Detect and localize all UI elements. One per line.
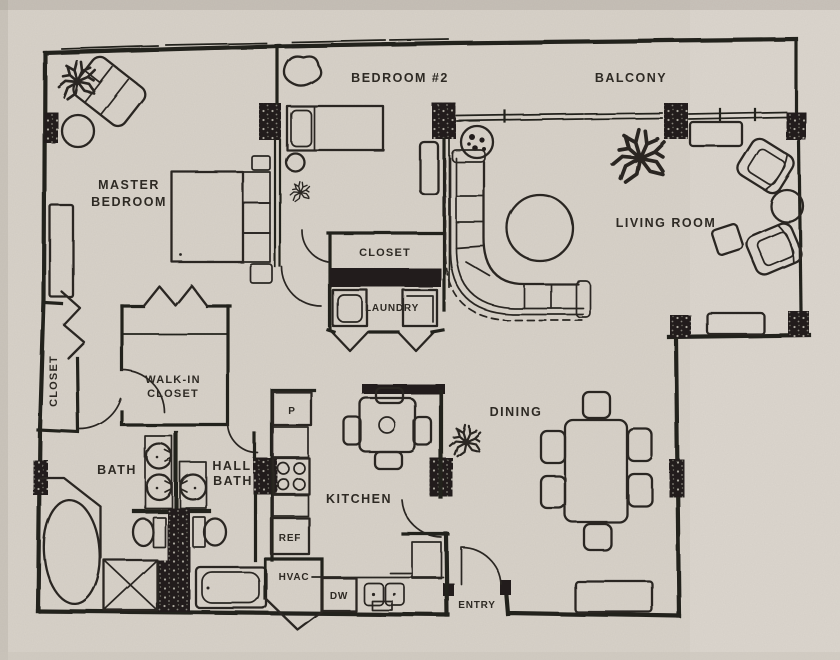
- bath-label: BATH: [97, 463, 137, 477]
- planter-icon: [459, 124, 495, 160]
- buffet-icon: [573, 579, 654, 614]
- ottoman-icon: [710, 222, 744, 256]
- hall-bath-label: HALL: [212, 459, 251, 473]
- hall-vanity: [179, 461, 207, 509]
- exterior-walls: [35, 36, 812, 619]
- hall-bath-label: BATH: [213, 474, 253, 488]
- toilet-icon: [131, 516, 166, 548]
- stool-icon: [284, 151, 306, 173]
- dryer-icon: [401, 288, 439, 328]
- dishwasher-icon: [320, 576, 358, 613]
- dishwasher-label: DW: [330, 591, 348, 602]
- console-icon: [688, 120, 744, 148]
- twin-bed-icon: [285, 104, 385, 152]
- console-icon: [705, 311, 766, 336]
- balcony-label: BALCONY: [595, 71, 667, 85]
- master-bedroom-label: MASTER: [98, 178, 160, 192]
- laundry-label: LAUNDRY: [365, 303, 419, 314]
- entry: [460, 546, 502, 585]
- bedroom2-door-arc: [301, 229, 329, 263]
- dining-table-icon: [539, 390, 654, 552]
- entry-door-arc: [461, 546, 502, 585]
- cabinet: [272, 494, 309, 517]
- hall-bath-door-arc: [227, 422, 259, 454]
- counter-edge: [311, 572, 444, 578]
- plumbing-wall: [158, 560, 190, 612]
- coffee-table-icon: [505, 193, 575, 263]
- hall-closet-label: CLOSET: [48, 355, 60, 407]
- kitchen: [263, 386, 444, 632]
- dresser-icon: [418, 140, 440, 196]
- closet-shelf-band: [330, 268, 441, 287]
- cabinet: [411, 541, 442, 579]
- bedroom2-label: BEDROOM #2: [351, 71, 449, 85]
- toilet-icon: [192, 516, 228, 548]
- refrigerator-icon: [269, 516, 311, 556]
- master-bedroom-label: BEDROOM: [91, 195, 167, 209]
- entry-label: ENTRY: [458, 600, 496, 611]
- linen-closet-label: CLOSET: [359, 247, 411, 259]
- kitchen-nook-wall: [362, 384, 445, 394]
- pantry-label: P: [288, 406, 295, 417]
- hall-closet-bifold: [60, 290, 86, 360]
- round-table-icon: [60, 113, 96, 149]
- walk-in-closet-label: WALK-IN: [145, 374, 200, 386]
- dining-room: [448, 390, 654, 614]
- laundry-closet: [331, 288, 439, 328]
- bedroom-2: [282, 54, 440, 202]
- living-room-label: LIVING ROOM: [616, 216, 717, 230]
- kitchen-label: KITCHEN: [326, 492, 392, 506]
- pantry-closet: [271, 390, 313, 427]
- walk-in-closet-label: CLOSET: [147, 388, 199, 400]
- master-vanity: [144, 435, 173, 509]
- walkin-bifold-doors: [141, 283, 209, 308]
- sectional-sofa-icon: [444, 149, 591, 321]
- dresser-icon: [48, 203, 75, 299]
- range-icon: [271, 456, 311, 496]
- dining-label: DINING: [490, 405, 543, 419]
- kitchen-door-arc: [401, 499, 442, 538]
- living-room: [444, 120, 806, 336]
- refrigerator-label: REF: [279, 533, 301, 544]
- room-labels: MASTER BEDROOM BEDROOM #2 BALCONY LIVING…: [48, 71, 717, 611]
- chair-blob-icon: [282, 54, 322, 87]
- nightstand-icon: [249, 263, 273, 284]
- master-door-arc: [281, 266, 323, 308]
- plumbing-wall: [167, 508, 190, 564]
- nightstand-icon: [251, 155, 271, 171]
- side-table-icon: [769, 188, 805, 224]
- walkin-door-arc: [121, 369, 165, 413]
- kitchen-sink-icon: [363, 582, 405, 611]
- bathrooms: [38, 435, 268, 612]
- window-strips: [61, 38, 787, 124]
- master-bedroom: [48, 56, 273, 299]
- washer-icon: [331, 288, 369, 328]
- loveseat-icon: [72, 56, 146, 128]
- breakfast-table-icon: [342, 386, 433, 471]
- hvac-label: HVAC: [279, 572, 310, 583]
- shower-icon: [102, 558, 159, 612]
- master-bath-door-arc: [79, 398, 122, 430]
- laundry-bifold-doors: [330, 330, 436, 353]
- master-bed-icon: [170, 170, 271, 264]
- garden-tub-icon: [38, 476, 103, 606]
